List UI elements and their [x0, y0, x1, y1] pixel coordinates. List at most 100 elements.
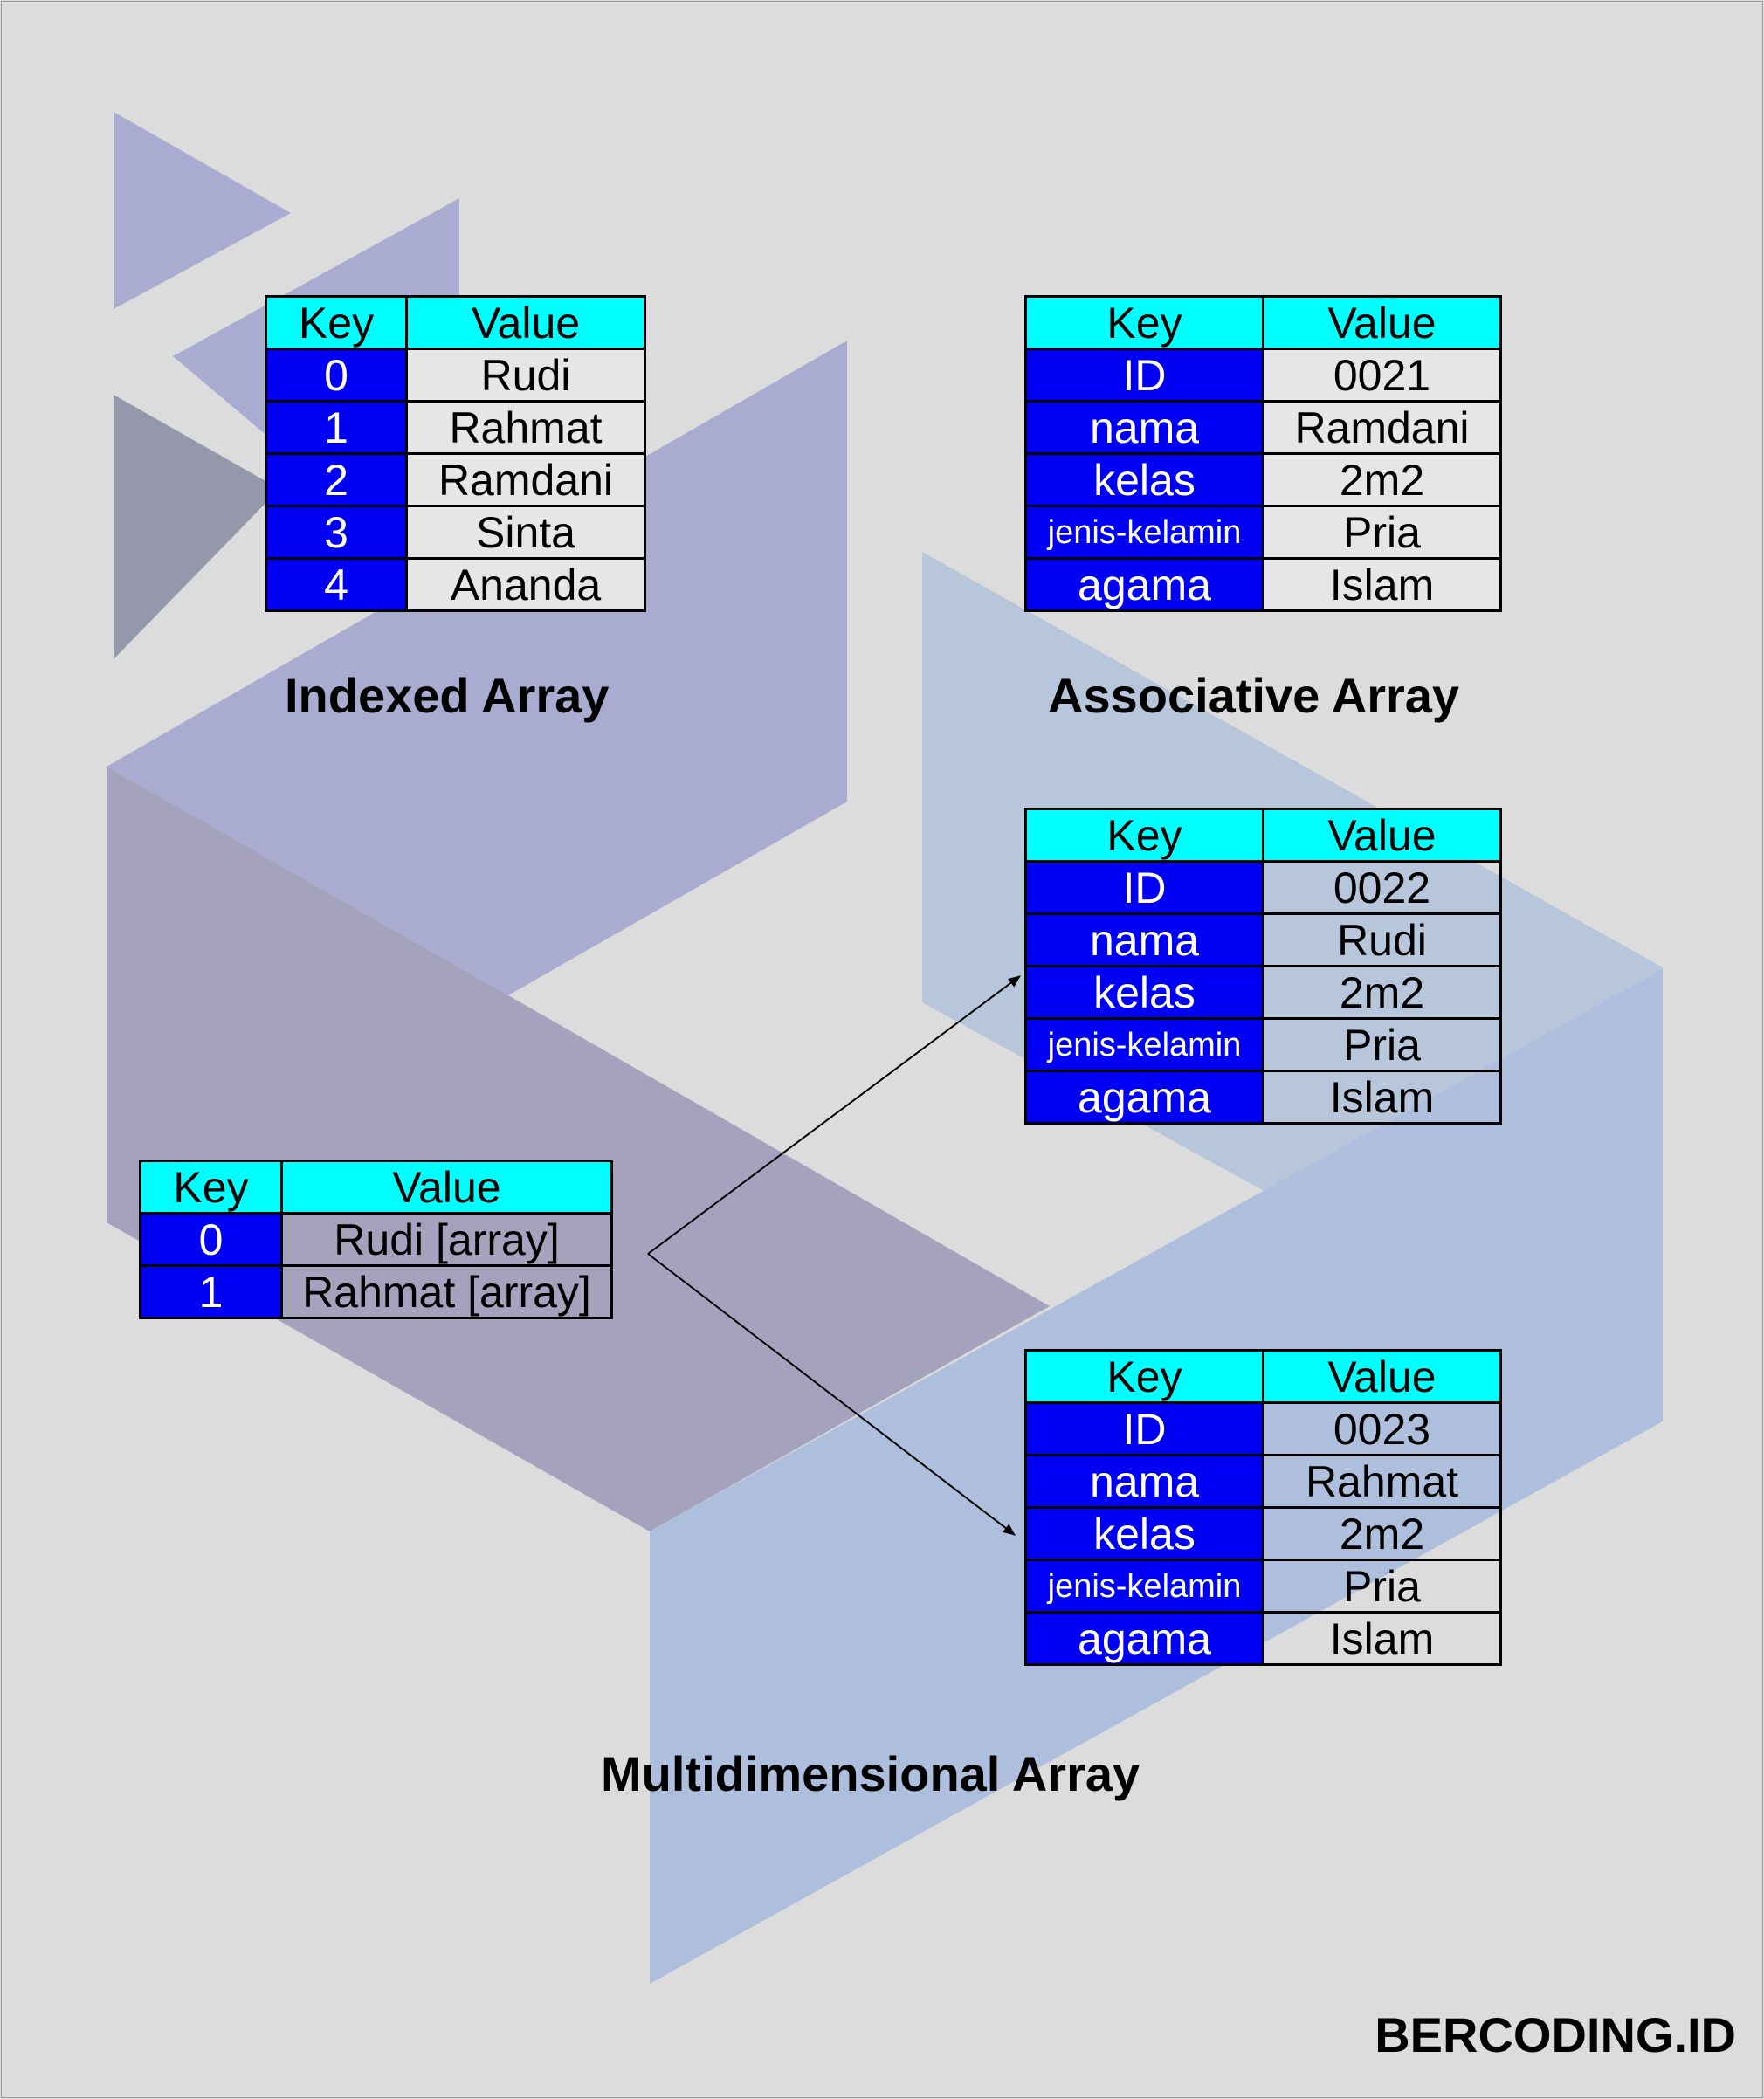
value-cell: Rahmat: [405, 400, 646, 455]
value-header: Value: [405, 295, 646, 350]
table-header-row: Key Value: [265, 295, 646, 350]
table-header-row: Key Value: [1024, 1349, 1502, 1404]
key-cell: agama: [1024, 1611, 1264, 1666]
value-cell: Rudi [array]: [280, 1212, 613, 1267]
key-cell: agama: [1024, 1070, 1264, 1125]
key-cell: nama: [1024, 400, 1264, 455]
value-cell: Ananda: [405, 557, 646, 612]
key-cell: kelas: [1024, 452, 1264, 507]
multidimensional-array-caption: Multidimensional Array: [601, 1746, 1140, 1801]
key-cell: 0: [265, 348, 408, 403]
indexed-array-caption: Indexed Array: [285, 668, 610, 723]
value-cell: Islam: [1262, 1611, 1502, 1666]
key-cell: 1: [265, 400, 408, 455]
key-cell: jenis-kelamin: [1024, 1559, 1264, 1614]
key-header: Key: [265, 295, 408, 350]
key-cell: agama: [1024, 557, 1264, 612]
key-cell: jenis-kelamin: [1024, 1017, 1264, 1072]
key-cell: kelas: [1024, 965, 1264, 1020]
key-cell: kelas: [1024, 1506, 1264, 1561]
value-cell: Sinta: [405, 505, 646, 560]
key-header: Key: [1024, 1349, 1264, 1404]
value-cell: 0023: [1262, 1401, 1502, 1456]
value-header: Value: [280, 1160, 613, 1215]
value-cell: Ramdani: [1262, 400, 1502, 455]
value-cell: 2m2: [1262, 965, 1502, 1020]
value-cell: 2m2: [1262, 452, 1502, 507]
key-cell: nama: [1024, 912, 1264, 967]
value-cell: Pria: [1262, 505, 1502, 560]
value-header: Value: [1262, 1349, 1502, 1404]
bg-panel-left: [107, 341, 847, 995]
table-header-row: Key Value: [139, 1160, 613, 1215]
value-cell: Rahmat [array]: [280, 1264, 613, 1319]
key-cell: 2: [265, 452, 408, 507]
value-cell: Rudi: [1262, 912, 1502, 967]
value-cell: Pria: [1262, 1017, 1502, 1072]
value-cell: 0021: [1262, 348, 1502, 403]
value-cell: Islam: [1262, 1070, 1502, 1125]
key-cell: ID: [1024, 860, 1264, 915]
value-cell: Rudi: [405, 348, 646, 403]
bg-triangle-dark: [114, 395, 279, 659]
key-cell: 0: [139, 1212, 283, 1267]
value-header: Value: [1262, 808, 1502, 863]
arrow-to-rahmat-array: [647, 1253, 1016, 1536]
value-cell: Pria: [1262, 1559, 1502, 1614]
bg-triangle-top: [114, 112, 291, 309]
value-cell: 0022: [1262, 860, 1502, 915]
key-cell: nama: [1024, 1454, 1264, 1509]
table-header-row: Key Value: [1024, 808, 1502, 863]
brand-logo-text: BERCODING.ID: [1375, 2007, 1736, 2062]
key-cell: jenis-kelamin: [1024, 505, 1264, 560]
key-cell: ID: [1024, 1401, 1264, 1456]
key-header: Key: [1024, 808, 1264, 863]
value-cell: Ramdani: [405, 452, 646, 507]
bg-panel-dark: [107, 767, 1050, 1531]
value-cell: Islam: [1262, 557, 1502, 612]
key-cell: 1: [139, 1264, 283, 1319]
key-cell: ID: [1024, 348, 1264, 403]
key-cell: 3: [265, 505, 408, 560]
value-cell: 2m2: [1262, 1506, 1502, 1561]
key-header: Key: [139, 1160, 283, 1215]
key-cell: 4: [265, 557, 408, 612]
table-header-row: Key Value: [1024, 295, 1502, 350]
associative-array-caption: Associative Array: [1048, 668, 1460, 723]
